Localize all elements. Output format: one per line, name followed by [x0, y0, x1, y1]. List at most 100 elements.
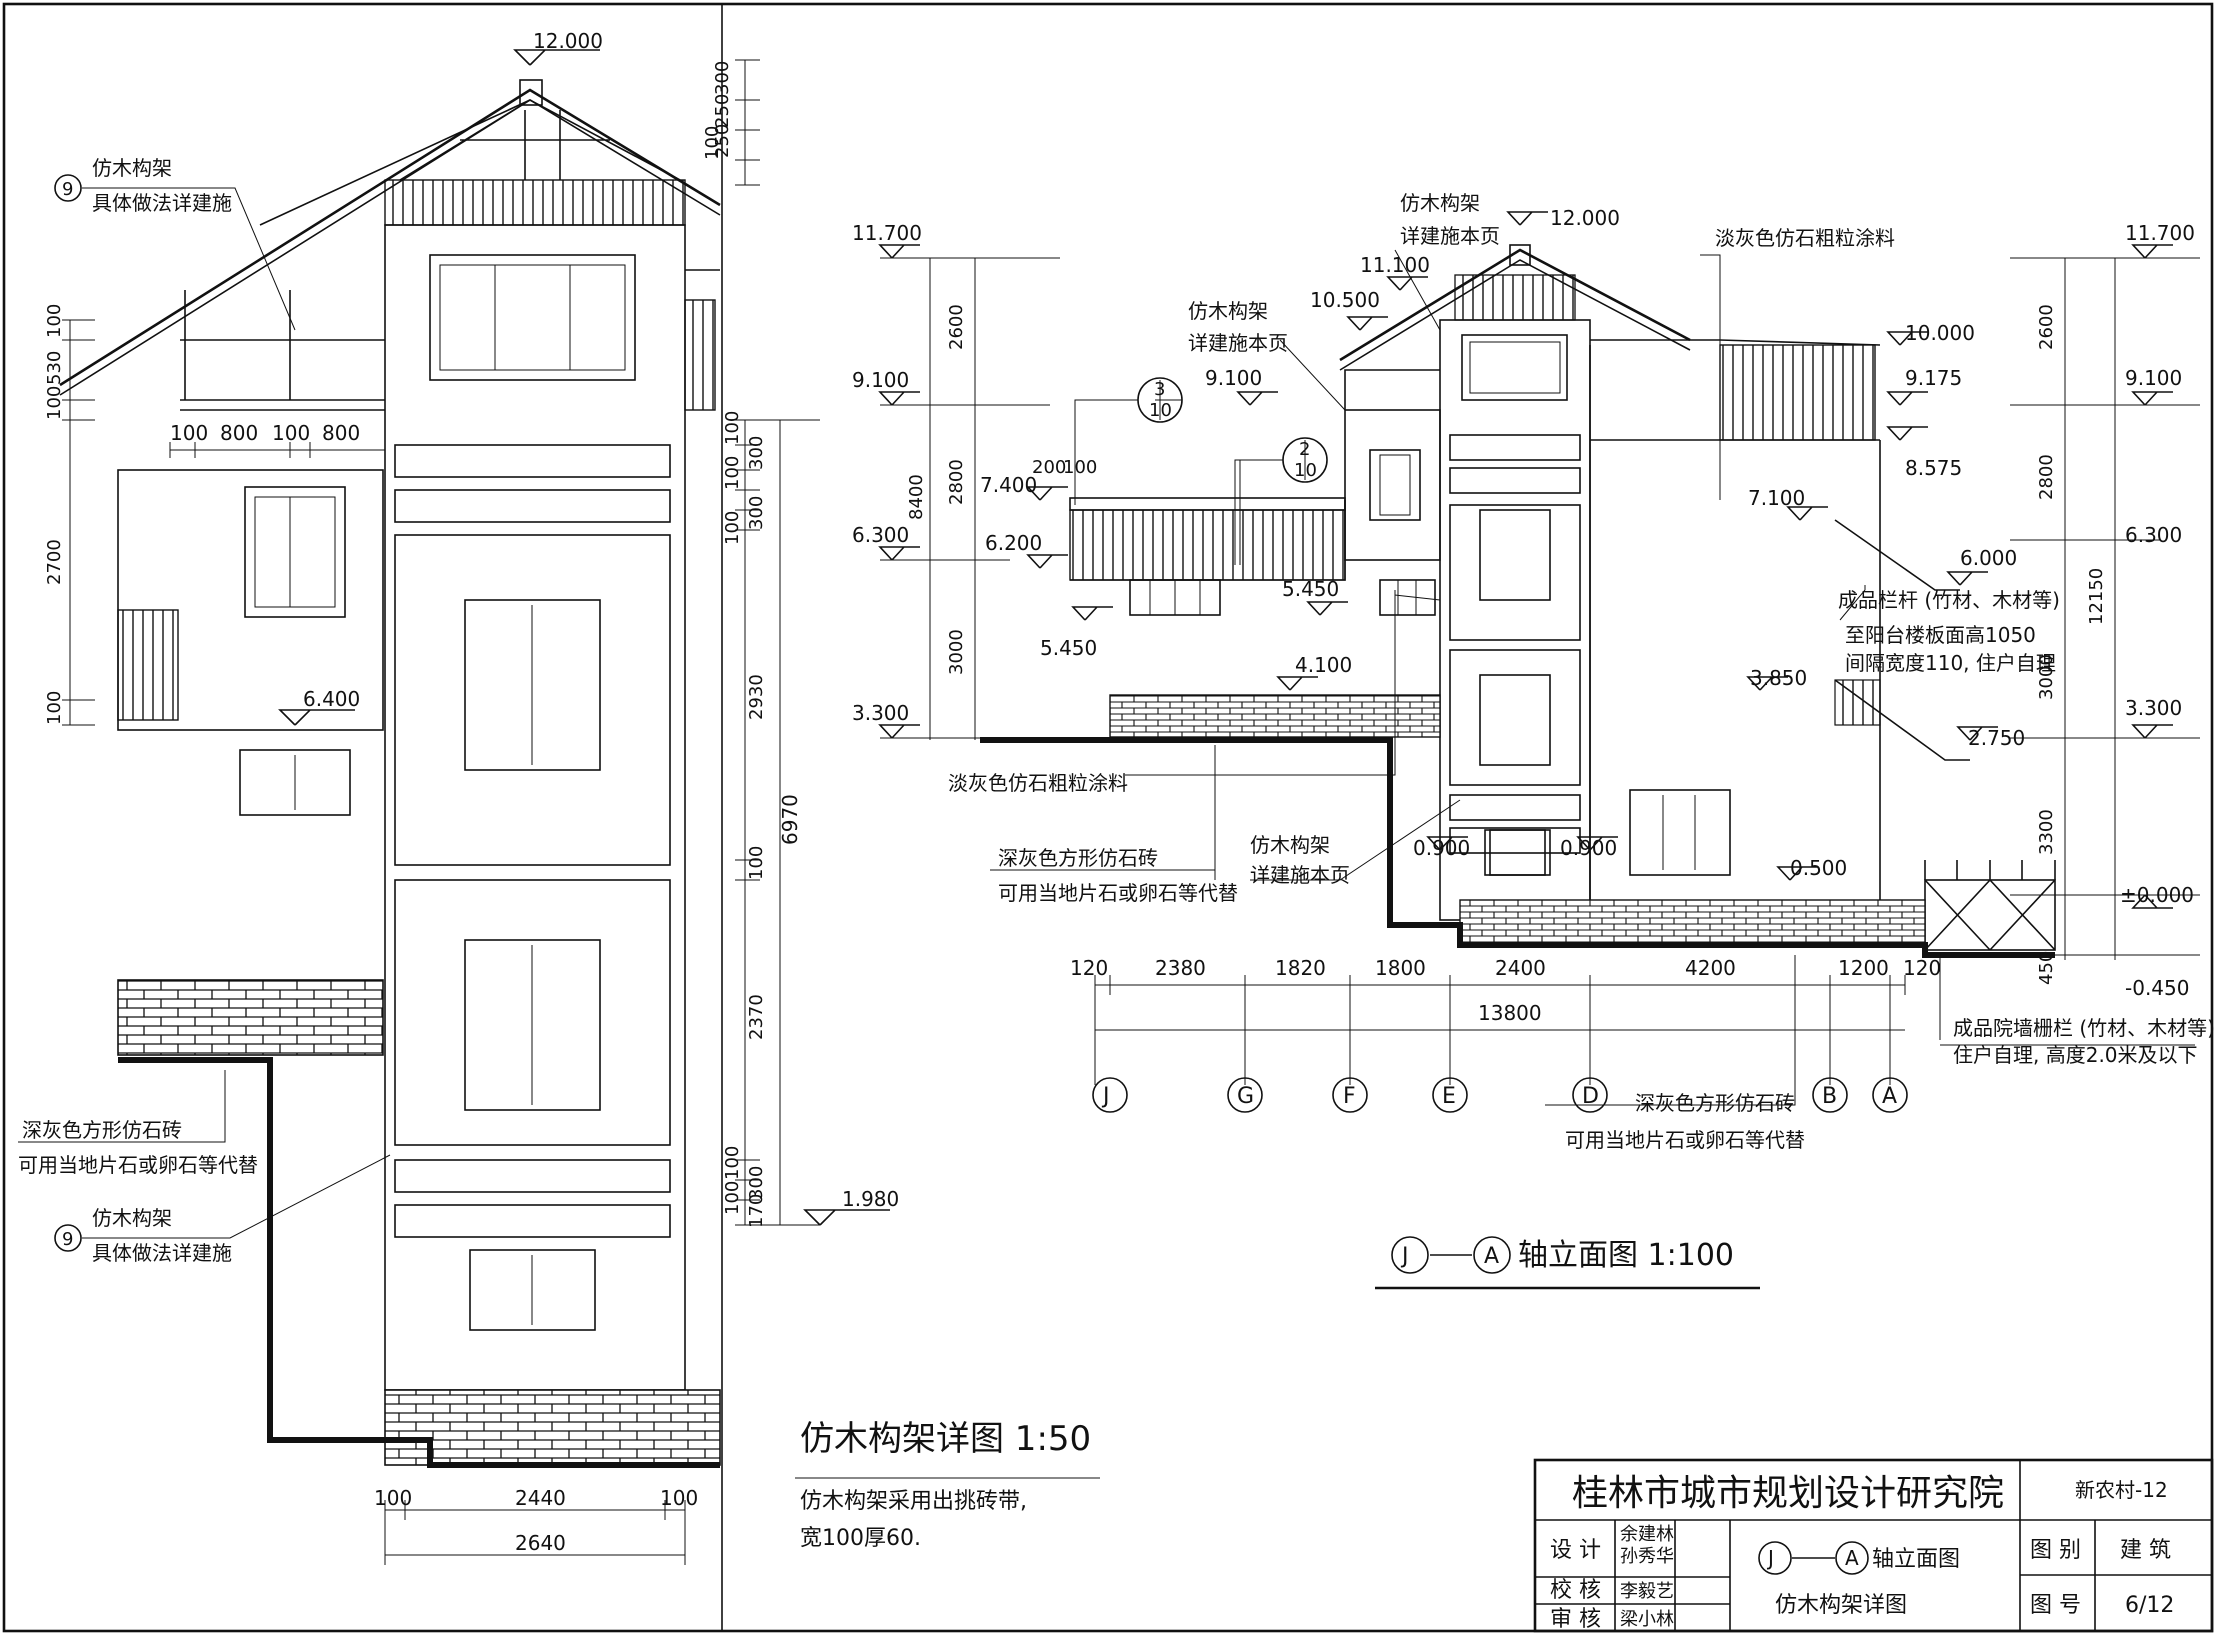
detail-note-line1: 仿木构架采用出挑砖带, [800, 1489, 1027, 1514]
elev-left-dim-1: 2600 [946, 304, 967, 350]
review-label: 审 核 [1550, 1607, 1601, 1632]
callout-3-num: 3 [1154, 379, 1165, 400]
note-stone-2: 可用当地片石或卵石等代替 [998, 881, 1238, 905]
axis-label-j: J [1101, 1084, 1110, 1109]
note-paint-left: 淡灰色仿石粗粒涂料 [948, 771, 1128, 795]
small-dim-1: 200 [1032, 457, 1066, 478]
mid-level-2: 11.100 [1360, 253, 1430, 277]
elev-title: 轴立面图 1:100 [1518, 1238, 1734, 1273]
left-top-dim-1: 300 [712, 61, 733, 95]
mid-level-4: 9.100 [1205, 366, 1262, 390]
axis-dim-5: 2400 [1495, 956, 1546, 980]
right-vert-dim-4: 300 [746, 496, 767, 530]
left-top-dim-2: 250 [712, 94, 733, 128]
check-name: 李毅艺 [1620, 1581, 1674, 1602]
callout-num-top: 9 [62, 179, 73, 200]
right-vert-dim-8: 2370 [746, 994, 767, 1040]
elev-title-axis-b: A [1484, 1244, 1499, 1269]
category-value: 建 筑 [2120, 1538, 2171, 1563]
callout-top-line2: 具体做法详建施 [92, 191, 232, 215]
left-vert-dim-2: 530 [44, 351, 65, 385]
stone-note-line1: 深灰色方形仿石砖 [22, 1118, 182, 1142]
design-name-1: 余建林 [1620, 1524, 1674, 1545]
right-level-3: 9.175 [1905, 366, 1962, 390]
elev-right-dim-3: 3000 [2036, 654, 2057, 700]
axis-label-d: D [1582, 1084, 1599, 1109]
elev-right-dim-6: 12150 [2086, 568, 2107, 625]
callout-3-sheet: 10 [1149, 400, 1172, 421]
note-rail-1: 成品栏杆 (竹材、木材等) [1838, 588, 2060, 612]
right-level-11: 2.750 [1968, 726, 2025, 750]
left-top-dim-4: 100 [702, 126, 723, 160]
left-level-3: 7.400 [980, 473, 1037, 497]
design-label: 设 计 [1550, 1538, 1601, 1563]
right-vert-dim-5: 100 [722, 511, 743, 545]
right-vert-dim-10: 300 [746, 1166, 767, 1200]
horiz-dim-2: 800 [220, 421, 258, 445]
note-timber-low-1: 仿木构架 [1250, 833, 1330, 857]
right-vert-dim-2: 300 [746, 436, 767, 470]
axis-dim-6: 4200 [1685, 956, 1736, 980]
note-timber-low-2: 详建施本页 [1250, 863, 1350, 887]
mid-level-5: 5.450 [1282, 577, 1339, 601]
note-timber-top-1: 仿木构架 [1400, 191, 1480, 215]
left-level-4: 6.300 [852, 523, 909, 547]
left-timber-detail [18, 49, 1100, 1565]
right-vert-dim-12: 170 [746, 1194, 767, 1228]
mid-level-1: 12.000 [1550, 206, 1620, 230]
note-stone-b1: 深灰色方形仿石砖 [1635, 1091, 1795, 1115]
axis-dim-1: 120 [1070, 956, 1108, 980]
right-vert-dim-6: 2930 [746, 674, 767, 720]
mid-level-3: 10.500 [1310, 288, 1380, 312]
ja-elevation [878, 211, 2200, 1290]
left-vert-dim-1: 100 [44, 304, 65, 338]
left-ground-elev: 1.980 [842, 1187, 899, 1211]
institute-name: 桂林市城市规划设计研究院 [1572, 1473, 2004, 1514]
note-paint-top: 淡灰色仿石粗粒涂料 [1715, 226, 1895, 250]
tb-drawing-axis-a: J [1766, 1546, 1774, 1570]
right-vert-dim-3: 100 [722, 456, 743, 490]
horiz-dim-4: 800 [322, 421, 360, 445]
bottom-dim-2: 2440 [515, 1486, 566, 1510]
right-level-5: 8.575 [1905, 456, 1962, 480]
callout-2-num: 2 [1299, 439, 1310, 460]
right-level-8: 6.000 [1960, 546, 2017, 570]
right-level-7: 6.300 [2125, 523, 2182, 547]
review-name: 梁小林 [1620, 1609, 1674, 1630]
callout-bot-line2: 具体做法详建施 [92, 1241, 232, 1265]
right-vert-dim-11: 100 [722, 1181, 743, 1215]
mid-level-6: 4.100 [1295, 653, 1352, 677]
right-vert-dim-1: 100 [722, 411, 743, 445]
axis-dim-8: 120 [1903, 956, 1941, 980]
right-level-14: -0.450 [2125, 976, 2189, 1000]
axis-dim-7: 1200 [1838, 956, 1889, 980]
mid-level-8: 0.900 [1560, 836, 1617, 860]
number-value: 6/12 [2125, 1593, 2174, 1618]
tb-axis-circle-a [1835, 1541, 1869, 1575]
left-level-7: 3.300 [852, 701, 909, 725]
tb-drawing-line2: 仿木构架详图 [1775, 1593, 1907, 1618]
horiz-dim-1: 100 [170, 421, 208, 445]
axis-label-a: A [1882, 1084, 1897, 1109]
elev-right-dim-5: 450 [2036, 951, 2057, 985]
note-stone-b2: 可用当地片石或卵石等代替 [1565, 1128, 1805, 1152]
title-block [1533, 1458, 2214, 1633]
left-level-6: 5.450 [1040, 636, 1097, 660]
horiz-dim-3: 100 [272, 421, 310, 445]
left-vert-dim-4: 2700 [44, 539, 65, 585]
note-fence-2: 住户自理, 高度2.0米及以下 [1953, 1043, 2198, 1067]
elev-title-axis-a: J [1400, 1244, 1409, 1269]
check-label: 校 核 [1550, 1578, 1601, 1603]
elev-left-dim-4: 8400 [906, 474, 927, 520]
tb-axis-circle-j [1758, 1541, 1792, 1575]
left-level-2: 9.100 [852, 368, 909, 392]
note-timber-mid-2: 详建施本页 [1188, 331, 1288, 355]
tb-drawing-axis-b: A [1845, 1546, 1859, 1570]
callout-num-bot: 9 [62, 1229, 73, 1250]
callout-bot-line1: 仿木构架 [92, 1206, 172, 1230]
detail-title: 仿木构架详图 1:50 [800, 1419, 1091, 1459]
right-level-10: 3.300 [2125, 696, 2182, 720]
category-label: 图 别 [2030, 1538, 2081, 1563]
note-rail-2: 至阳台楼板面高1050 [1845, 623, 2036, 647]
